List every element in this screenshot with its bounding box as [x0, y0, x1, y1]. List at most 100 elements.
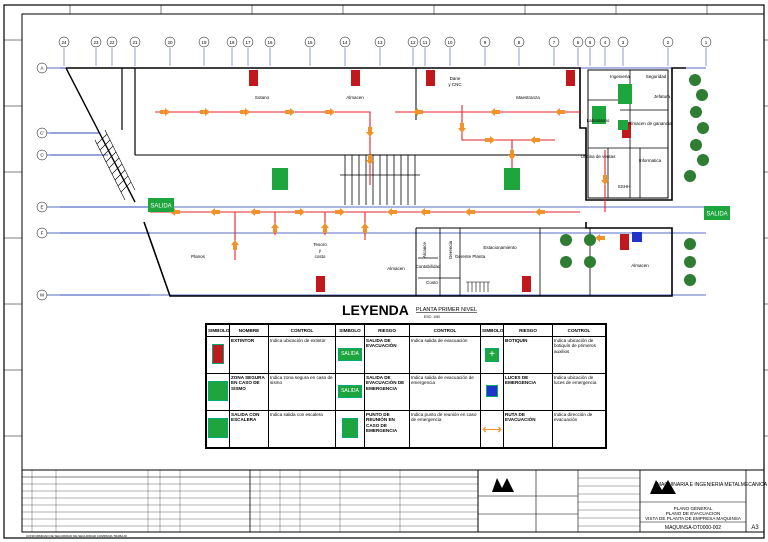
legend-risk: PUNTO DE REUNIÓN EN CASO DE EMERGENCIA	[364, 409, 410, 449]
axis-label: 20	[167, 40, 173, 45]
legend-control: Indica salida de evacuación	[409, 336, 481, 374]
room-almacen-2: Almacen	[387, 266, 405, 271]
axis-label: 1	[705, 40, 708, 45]
axis-label: 8	[518, 40, 521, 45]
extinguisher-icon	[316, 276, 325, 292]
axis-bubble	[36, 227, 48, 239]
axis-bubble	[106, 36, 118, 48]
axis-label: 12	[410, 40, 416, 45]
axis-label: C	[40, 153, 44, 158]
evac-arrow	[366, 155, 374, 165]
evac-arrow	[240, 108, 250, 116]
evac-arrow	[231, 240, 239, 250]
legend-risk: RUTA DE EVACUACIÓN	[503, 409, 553, 449]
axis-label: A	[40, 66, 43, 71]
axis-label: 16	[267, 40, 273, 45]
evac-arrow	[465, 208, 475, 216]
sheet-size: A3	[751, 525, 759, 531]
room-contabilidad: Contabilidad	[415, 264, 441, 269]
company-logo	[492, 478, 676, 494]
tree-icon	[684, 238, 696, 250]
tree-icon	[697, 154, 709, 166]
legend-header: SIMBOLO	[206, 324, 230, 337]
legend-name: ZONA SEGURA EN CASO DE SISMO	[229, 372, 269, 411]
tree-icon	[584, 256, 596, 268]
axis-bubble	[513, 36, 525, 48]
legend-header: CONTROL	[268, 324, 336, 337]
drawing-code: MAQUINSA-DT0000-002	[665, 525, 721, 531]
meeting-point-icon	[335, 409, 365, 449]
axis-label: F	[41, 231, 44, 236]
axis-label: 7	[553, 40, 556, 45]
route-arrow-icon: ⟷	[480, 409, 504, 449]
legend-risk: SALIDA DE EVACUACIÓN DE EMERGENCIA	[364, 372, 410, 411]
room-oficina-ventas: Oficina de ventas	[581, 154, 617, 159]
evac-arrow	[361, 223, 369, 233]
room-tesoro: Tesoro	[313, 242, 327, 247]
table-row: EXTINTOR Indica ubicación de extintor SA…	[206, 336, 606, 374]
plan-signs	[272, 84, 642, 242]
first-aid-icon: +	[480, 336, 504, 374]
room-sotano: Sotano	[255, 95, 270, 100]
tree-icon	[684, 274, 696, 286]
room-planos: Planos	[191, 254, 206, 259]
plan-line-2: PLANO DE EVACUACION	[666, 511, 721, 516]
legend-control: Indica salida con escalera	[268, 409, 336, 449]
axis-bubble	[304, 36, 316, 48]
tree-icon	[684, 170, 696, 182]
tree-icon	[560, 234, 572, 246]
axis-label: 9	[484, 40, 487, 45]
evac-arrow	[458, 123, 466, 133]
axis-label: 4	[604, 40, 607, 45]
room-tesoro-2: y	[319, 248, 322, 253]
evac-arrow	[595, 234, 605, 242]
legend-risk: BOTIQUIN	[503, 336, 553, 374]
emergency-light-icon	[480, 372, 504, 411]
axis-label: 17	[245, 40, 251, 45]
table-row: SALIDA CON ESCALERA Indica salida con es…	[206, 409, 606, 449]
room-maestranza: Maestranza	[516, 95, 540, 100]
exit-sign-icon: SALIDA	[335, 336, 365, 374]
axis-label: 19	[201, 40, 207, 45]
evac-arrow	[555, 108, 565, 116]
tree-icon	[690, 106, 702, 118]
room-almacen-gm: Almacen de ganancia	[628, 121, 672, 126]
tree-icon	[697, 122, 709, 134]
axis-bubble	[264, 36, 276, 48]
room-almacen: Almacen	[346, 95, 364, 100]
extinguisher-icon	[206, 336, 230, 374]
axis-label: 2	[667, 40, 670, 45]
legend-control: Indica salida de evacuación de emergenci…	[409, 372, 481, 411]
plan-line-3: VISTA DE PLANTA DE EMPRESA MAQUINSA	[645, 516, 742, 521]
axis-label: 15	[307, 40, 313, 45]
axis-bubble	[36, 62, 48, 74]
axis-label: 13	[377, 40, 383, 45]
axis-bubble	[444, 36, 456, 48]
tree-icon	[584, 234, 596, 246]
axis-bubble	[548, 36, 560, 48]
company-name: MAQUINARIA E INGENIERIA METALMECANICA	[657, 482, 768, 488]
evac-arrow	[335, 208, 345, 216]
tree-icon	[690, 139, 702, 151]
axis-label: 3	[622, 40, 625, 45]
axis-label: C'	[40, 131, 44, 136]
legend-table: SIMBOLO NOMBRE CONTROL SIMBOLO RIESGO CO…	[205, 323, 607, 449]
salida-sign-left: SALIDA	[148, 198, 174, 212]
axis-bubble	[407, 36, 419, 48]
evacuation-routes	[150, 105, 606, 260]
axis-label: 23	[93, 40, 99, 45]
axis-bubble	[479, 36, 491, 48]
extinguisher-icon	[351, 70, 360, 86]
legend-header: CONTROL	[552, 324, 606, 337]
room-sshh: SSHH	[618, 184, 631, 189]
safe-zone-icon	[206, 372, 230, 411]
axis-bubble	[198, 36, 210, 48]
room-estacionamiento: Estacionamiento	[483, 245, 517, 250]
legend-control: Indica ubicación de botiquín de primeros…	[552, 336, 606, 374]
evac-arrow	[485, 136, 495, 144]
tree-icon	[560, 256, 572, 268]
room-informatica: Informatica	[639, 158, 662, 163]
stair-exit-icon	[206, 409, 230, 449]
room-costo: Costo	[426, 280, 438, 285]
axis-bubble	[58, 36, 70, 48]
